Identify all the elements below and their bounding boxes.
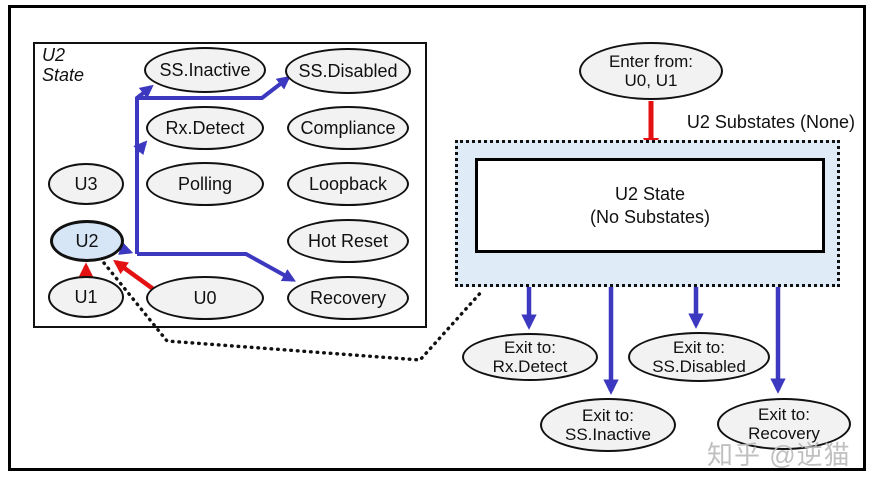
zoom-leader-dotted-line: [102, 261, 485, 362]
exit-node-ss-disabled: Exit to: SS.Disabled: [628, 332, 770, 382]
state-node-u2-highlighted: U2: [50, 220, 124, 262]
state-node-u0: U0: [146, 276, 264, 320]
state-node-u1: U1: [48, 276, 124, 318]
state-node-polling: Polling: [146, 162, 264, 206]
exit-node-ss-inactive: Exit to: SS.Inactive: [540, 398, 676, 452]
left-state-map-panel: [33, 42, 427, 328]
zhihu-watermark: 知乎 @逆猫: [707, 440, 851, 470]
left-panel-title: U2 State: [42, 45, 85, 86]
state-node-recovery: Recovery: [287, 276, 409, 320]
outer-frame: [8, 5, 866, 471]
state-node-rx-detect: Rx.Detect: [146, 106, 264, 150]
state-node-compliance: Compliance: [287, 106, 409, 150]
u2-state-main-box: U2 State (No Substates): [475, 158, 825, 253]
state-node-u3: U3: [48, 163, 124, 205]
state-node-ss-inactive: SS.Inactive: [144, 47, 266, 93]
state-node-ss-disabled: SS.Disabled: [285, 48, 411, 94]
arrow-u2-to-rx-detect: [133, 140, 148, 156]
exit-node-rx-detect: Exit to: Rx.Detect: [462, 333, 598, 381]
substates-caption: U2 Substates (None): [686, 112, 855, 132]
enter-from-node: Enter from: U0, U1: [579, 42, 723, 100]
arrow-u2-to-ss-disabled: [137, 75, 291, 100]
state-node-loopback: Loopback: [287, 162, 409, 206]
arrow-u2-to-recovery: [137, 252, 296, 282]
arrow-u0-to-u2: [113, 259, 158, 293]
exit-node-recovery: Exit to: Recovery: [717, 398, 851, 450]
state-node-hot-reset: Hot Reset: [287, 219, 409, 263]
